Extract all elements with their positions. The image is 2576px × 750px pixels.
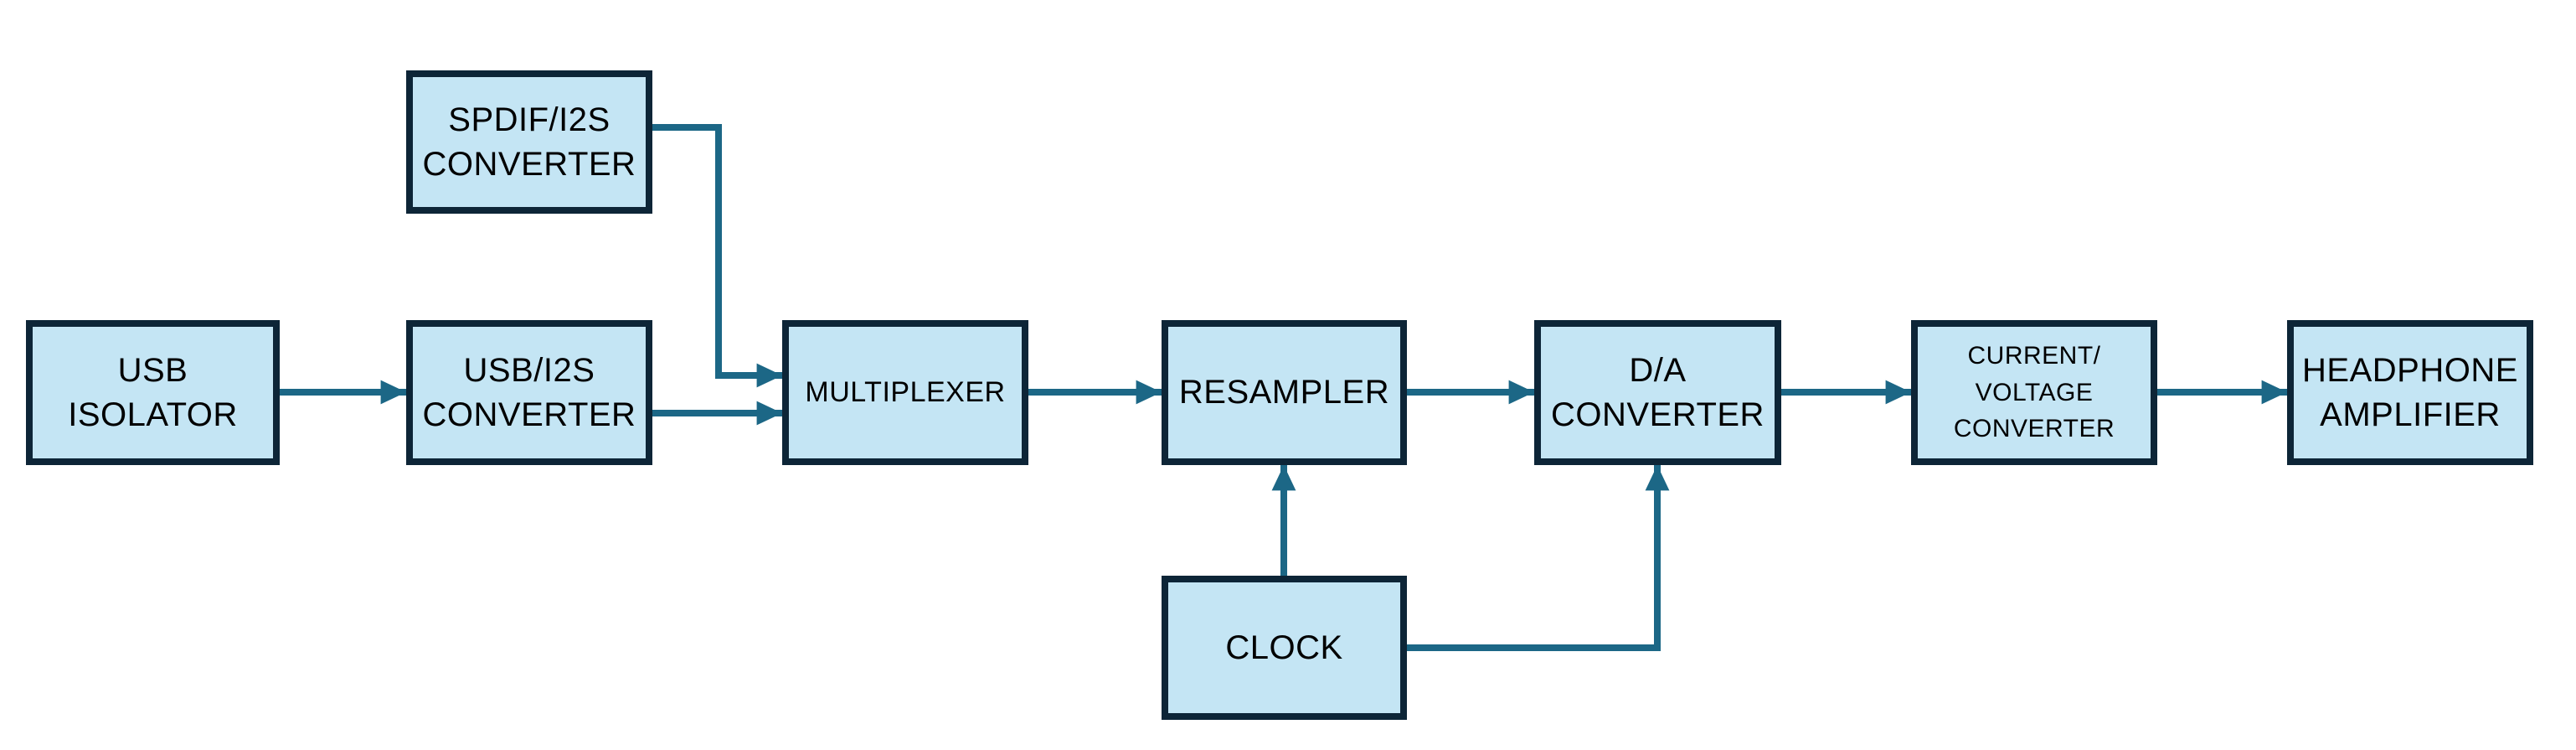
node-label: USB ISOLATOR [68, 351, 238, 433]
node-usb-isolator: USB ISOLATOR [26, 320, 280, 465]
node-label: USB/I2S CONVERTER [422, 351, 636, 433]
node-resampler: RESAMPLER [1162, 320, 1407, 465]
node-da-converter: D/A CONVERTER [1534, 320, 1781, 465]
node-label: SPDIF/I2S CONVERTER [422, 101, 636, 183]
node-label: MULTIPLEXER [805, 376, 1006, 409]
node-clock: CLOCK [1162, 576, 1407, 720]
edge-spdif-i2s-converter-to-multiplexer [652, 124, 783, 388]
node-usb-i2s-converter: USB/I2S CONVERTER [406, 320, 652, 465]
node-label: CLOCK [1225, 628, 1343, 666]
node-label: HEADPHONE AMPLIFIER [2302, 351, 2518, 433]
edge-clock-to-da-converter [1407, 464, 1670, 651]
node-label: RESAMPLER [1178, 374, 1390, 411]
node-headphone-amplifier: HEADPHONE AMPLIFIER [2287, 320, 2533, 465]
node-current-voltage-converter: CURRENT/ VOLTAGE CONVERTER [1911, 320, 2157, 465]
node-spdif-i2s-converter: SPDIF/I2S CONVERTER [406, 70, 652, 214]
node-label: D/A CONVERTER [1551, 351, 1765, 433]
node-multiplexer: MULTIPLEXER [782, 320, 1028, 465]
node-label: CURRENT/ VOLTAGE CONVERTER [1953, 342, 2115, 443]
